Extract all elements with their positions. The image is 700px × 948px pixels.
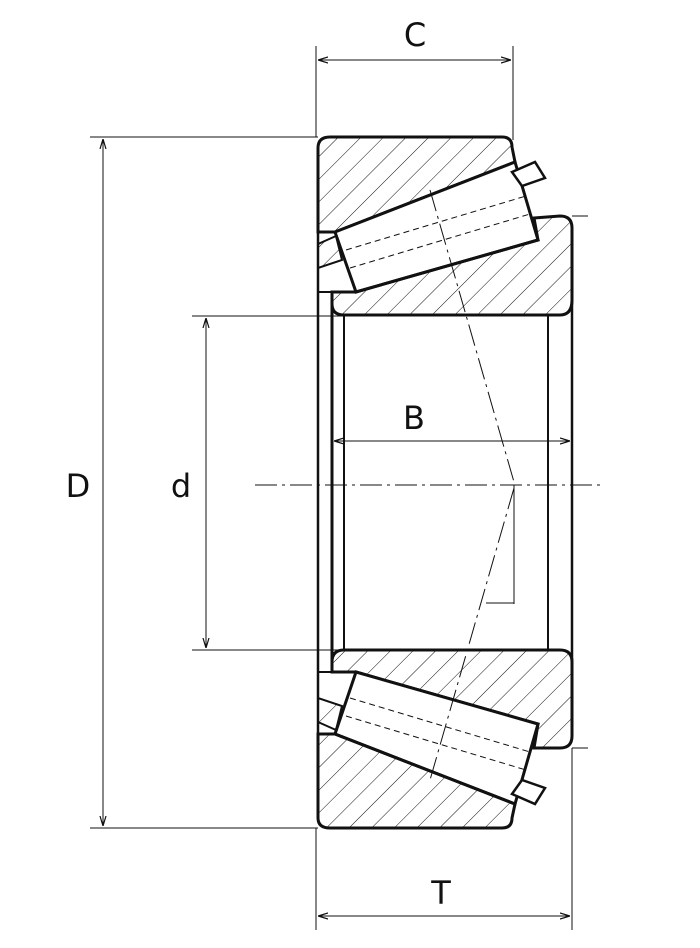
dimension-C [315, 46, 514, 140]
dimension-label-C: C [403, 16, 427, 54]
dimension-label-T: T [431, 874, 451, 912]
outer-ring-bottom [316, 732, 517, 830]
dimension-d [192, 315, 344, 651]
extension-ticks [572, 215, 588, 749]
dimension-label-d: d [170, 467, 192, 505]
dimension-D [90, 136, 318, 829]
contact-angle-lines [429, 189, 515, 781]
dimension-label-B: B [403, 399, 425, 437]
dimension-T [315, 748, 573, 930]
outer-ring-top [316, 135, 517, 234]
dimension-label-D: D [65, 467, 91, 505]
cage-top [317, 160, 547, 270]
